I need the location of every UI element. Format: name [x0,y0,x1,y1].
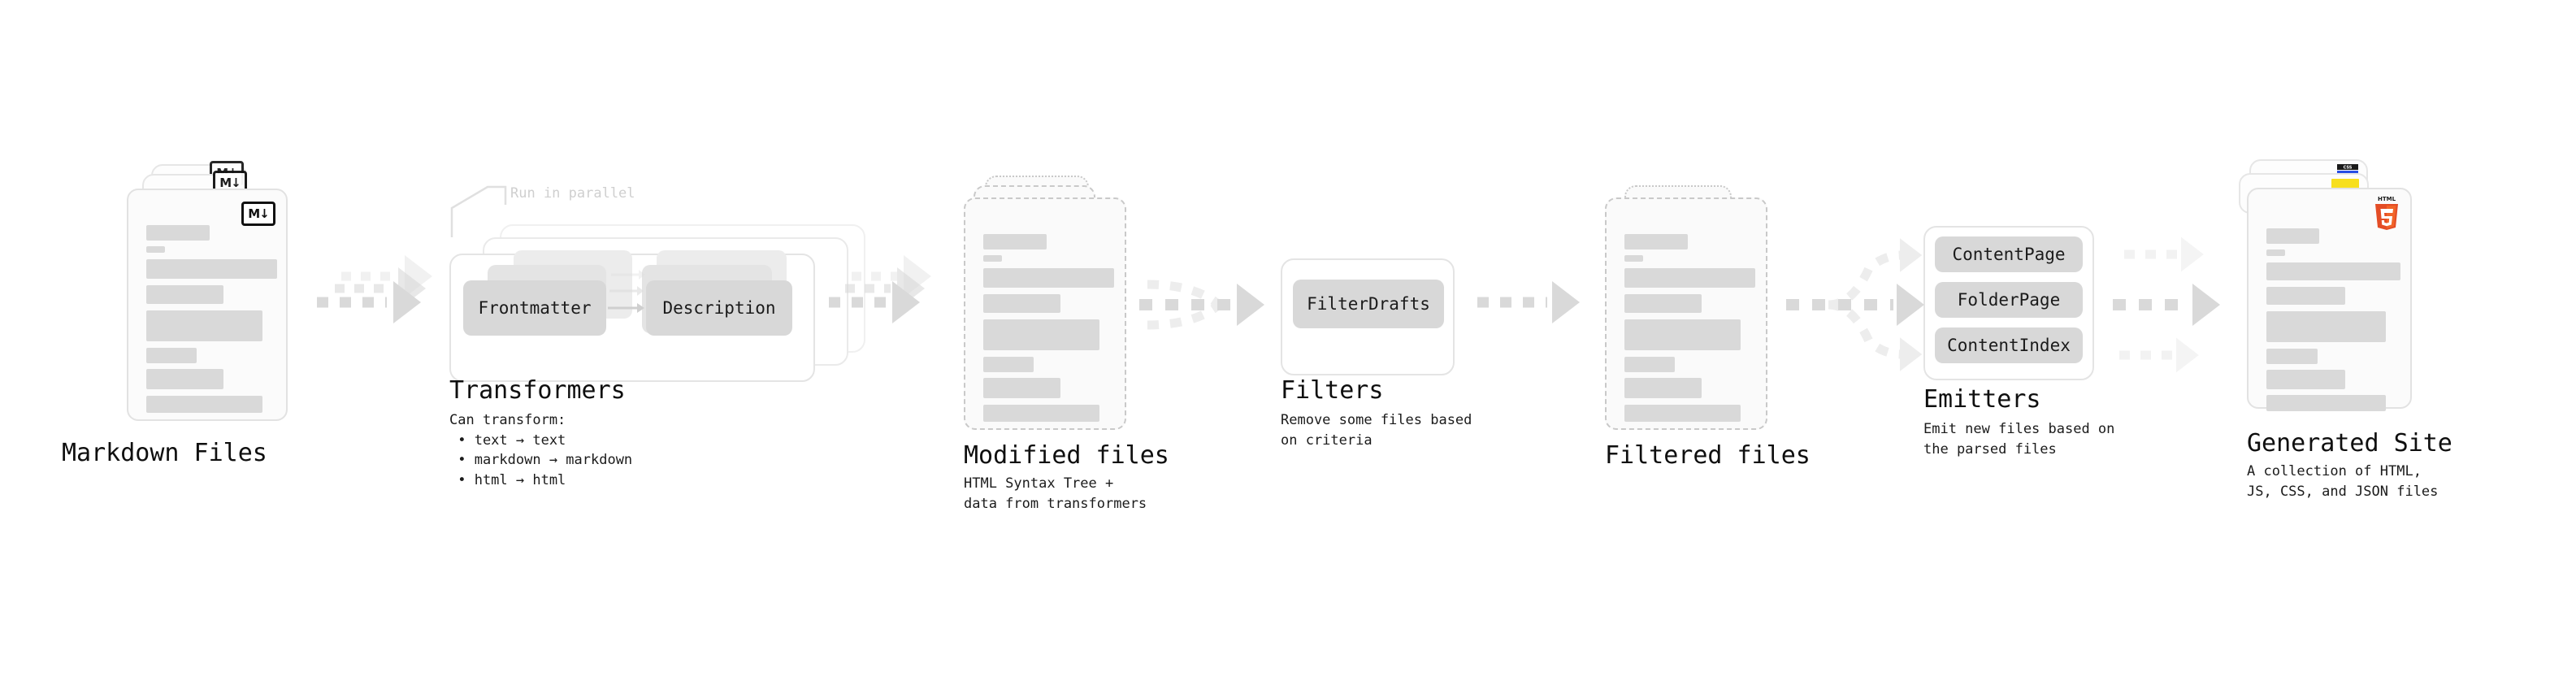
doc-line [2266,287,2345,305]
doc-line [146,396,262,413]
doc-line [2266,370,2345,389]
emitters-title: Emitters [1923,385,2041,414]
filter-chip-filterdrafts[interactable]: FilterDrafts [1293,280,1444,328]
doc-line [146,369,223,389]
doc-line [2266,262,2400,280]
css3-badge: CSS [2337,164,2358,174]
modified-files-title: Modified files [964,441,1169,470]
doc-line [1624,234,1688,249]
filters-title: Filters [1281,376,1384,405]
doc-line [1624,378,1702,398]
doc-line [146,310,262,341]
arrow-filtered-to-emitters [1786,238,1924,371]
emitter-chip-folderpage[interactable]: FolderPage [1935,282,2083,318]
doc-line [983,255,1002,262]
doc-line [2266,311,2386,342]
transformers-title: Transformers [449,376,626,405]
doc-line [983,378,1060,398]
transformer-chip-description[interactable]: Description [646,280,792,336]
emitter-chip-contentindex[interactable]: ContentIndex [1935,327,2083,363]
doc-line [146,348,197,363]
arrow-markdown-to-transformers [317,255,432,323]
generated-site-subtitle: A collection of HTML, JS, CSS, and JSON … [2247,463,2439,500]
doc-line [1624,268,1755,288]
doc-line [983,294,1060,313]
run-in-parallel-caption: Run in parallel [510,185,635,202]
site-file-card: HTML [2247,188,2412,411]
doc-line [983,234,1047,249]
doc-line [1624,319,1741,350]
markdown-badge: M↓ [241,202,275,226]
modified-file-card [964,197,1126,430]
doc-line [146,285,223,304]
generated-site-title: Generated Site [2247,429,2452,458]
doc-line [2266,349,2318,364]
filters-subtitle: Remove some files based on criteria [1281,412,1472,449]
arrow-modified-to-filters [1139,280,1264,330]
filtered-files-title: Filtered files [1605,441,1811,470]
doc-line [2266,228,2319,244]
doc-line [983,268,1114,288]
markdown-file-card: M↓ [127,189,288,421]
modified-files-subtitle: HTML Syntax Tree + data from transformer… [964,475,1147,512]
doc-line [146,259,277,279]
html5-badge: HTML [2375,196,2398,230]
doc-line [146,246,165,253]
emitter-chip-contentpage[interactable]: ContentPage [1935,236,2083,272]
arrow-filters-to-filtered [1477,281,1580,323]
doc-line [983,405,1099,422]
markdown-files-title: Markdown Files [62,439,267,467]
doc-line [1624,255,1643,262]
doc-line [983,357,1034,372]
run-in-parallel-leader [450,185,507,237]
doc-line [1624,405,1741,422]
svg-text:HTML: HTML [2378,196,2396,202]
doc-line [2266,249,2285,256]
svg-text:CSS: CSS [2344,166,2353,171]
doc-line [1624,357,1675,372]
transformer-chip-frontmatter[interactable]: Frontmatter [463,280,606,336]
emitters-subtitle: Emit new files based on the parsed files [1923,421,2115,458]
doc-line [1624,294,1702,313]
doc-line [983,319,1099,350]
filtered-file-card [1605,197,1767,430]
arrow-emitters-to-site [2113,236,2220,373]
transformers-subtitle: Can transform: • text → text • markdown … [449,412,633,488]
doc-line [146,225,210,241]
doc-line [2266,395,2386,411]
